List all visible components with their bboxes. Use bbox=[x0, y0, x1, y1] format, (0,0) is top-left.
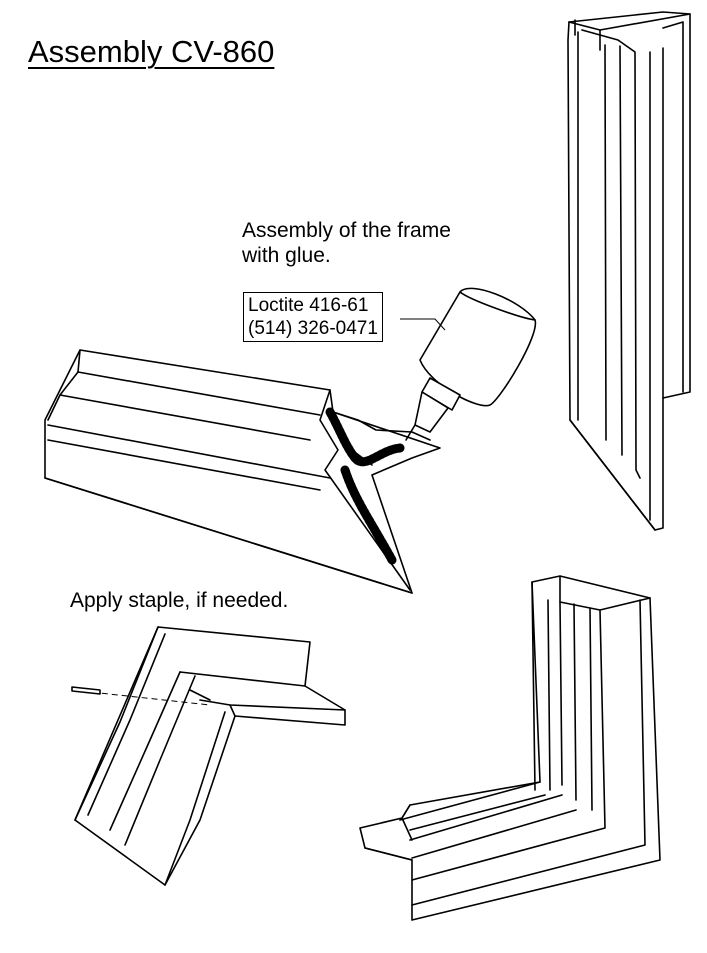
staple-frame-corner bbox=[71, 626, 346, 886]
page-title: Assembly CV-860 bbox=[28, 34, 275, 69]
vertical-frame-profile bbox=[567, 11, 691, 531]
mitred-frame-glue bbox=[44, 349, 441, 594]
glue-instruction-line-1: Assembly of the frame bbox=[242, 219, 451, 242]
glue-product-phone: (514) 326-0471 bbox=[248, 318, 378, 339]
glue-product-name: Loctite 416-61 bbox=[248, 295, 369, 316]
glue-bottle bbox=[400, 287, 537, 441]
glue-product-label: Loctite 416-61 (514) 326-0471 bbox=[243, 292, 383, 342]
glue-instruction-line-2: with glue. bbox=[242, 244, 331, 267]
glue-instruction: Assembly of the frame with glue. bbox=[242, 218, 451, 268]
staple-instruction: Apply staple, if needed. bbox=[70, 589, 289, 612]
finished-frame-corner bbox=[359, 575, 661, 921]
